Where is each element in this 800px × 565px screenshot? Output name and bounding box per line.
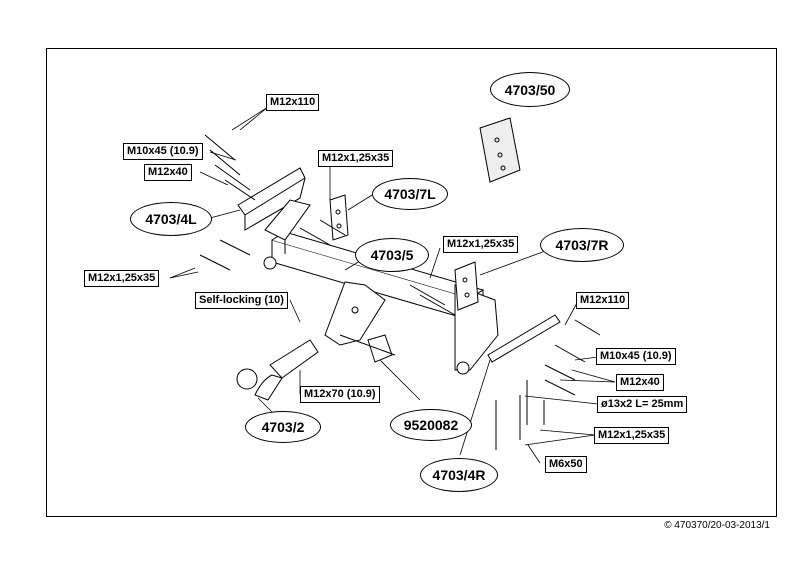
label-m10x45-right: M10x45 (10.9)	[596, 348, 676, 365]
center-plate	[324, 281, 386, 346]
part-4703-7L: 4703/7L	[372, 178, 448, 210]
drawing-frame	[46, 48, 777, 517]
label-m12x40-right: M12x40	[616, 374, 664, 391]
label-m6x50: M6x50	[545, 456, 587, 473]
socket-plate	[367, 334, 393, 363]
label-m12x125x35-top: M12x1,25x35	[318, 150, 394, 167]
label-m12x110-right: M12x110	[576, 292, 630, 309]
label-m12x125x35-right: M12x1,25x35	[594, 427, 670, 444]
label-m12x110-top: M12x110	[266, 94, 320, 111]
label-m12x125x35-mid: M12x1,25x35	[443, 236, 519, 253]
bolts	[199, 134, 601, 450]
part-4703-4L: 4703/4L	[130, 202, 212, 236]
plate-7L	[329, 194, 349, 241]
label-self-locking: Self-locking (10)	[195, 292, 288, 309]
part-4703-7R: 4703/7R	[540, 228, 624, 262]
ball-tongue	[236, 339, 319, 401]
part-9520082: 9520082	[390, 409, 472, 441]
copyright-text: © 470370/20-03-2013/1	[664, 520, 770, 531]
label-m12x70: M12x70 (10.9)	[300, 386, 380, 403]
left-bracket	[237, 167, 311, 270]
label-m10x45-left: M10x45 (10.9)	[123, 143, 203, 160]
label-m12x125x35-left: M12x1,25x35	[84, 270, 160, 287]
plate-7R	[454, 261, 479, 311]
label-m12x40-left: M12x40	[144, 164, 192, 181]
plate-4703-50	[479, 117, 521, 183]
part-4703-50: 4703/50	[490, 72, 570, 107]
part-4703-4R: 4703/4R	[420, 458, 498, 492]
label-pin: ø13x2 L= 25mm	[597, 396, 688, 413]
part-4703-2: 4703/2	[245, 411, 321, 443]
part-4703-5: 4703/5	[355, 238, 429, 272]
leader-lines	[169, 106, 616, 464]
